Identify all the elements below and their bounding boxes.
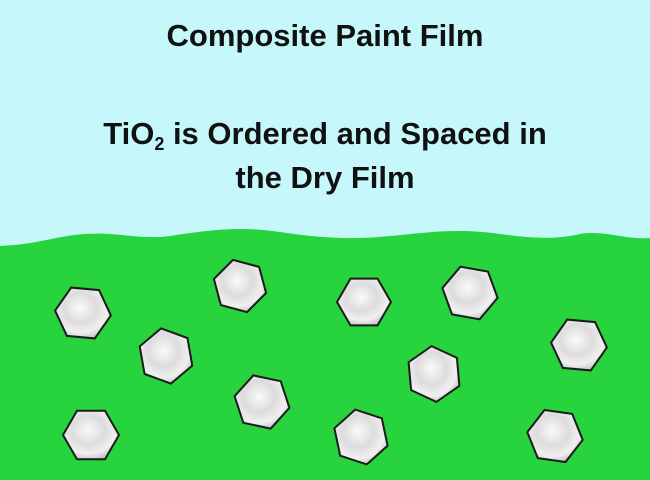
diagram-subtitle: TiO2 is Ordered and Spaced in the Dry Fi… <box>0 112 650 200</box>
tio2-particles <box>53 258 609 466</box>
tio2-particle <box>549 318 609 372</box>
tio2-particle <box>407 344 461 404</box>
subtitle-line2: the Dry Film <box>235 160 415 195</box>
tio2-particle <box>233 374 291 430</box>
tio2-particle <box>441 265 499 321</box>
tio2-particle <box>526 408 584 464</box>
subtitle-suffix: is Ordered and Spaced in <box>164 116 547 151</box>
tio2-particle <box>212 258 268 314</box>
subtitle-subscript: 2 <box>154 134 165 154</box>
tio2-particle <box>61 409 121 461</box>
tio2-particle <box>53 286 113 340</box>
tio2-particle <box>335 277 393 327</box>
subtitle-prefix: TiO <box>103 116 155 151</box>
diagram-title: Composite Paint Film <box>166 18 484 53</box>
tio2-particle <box>333 408 389 466</box>
tio2-particle <box>138 327 194 385</box>
